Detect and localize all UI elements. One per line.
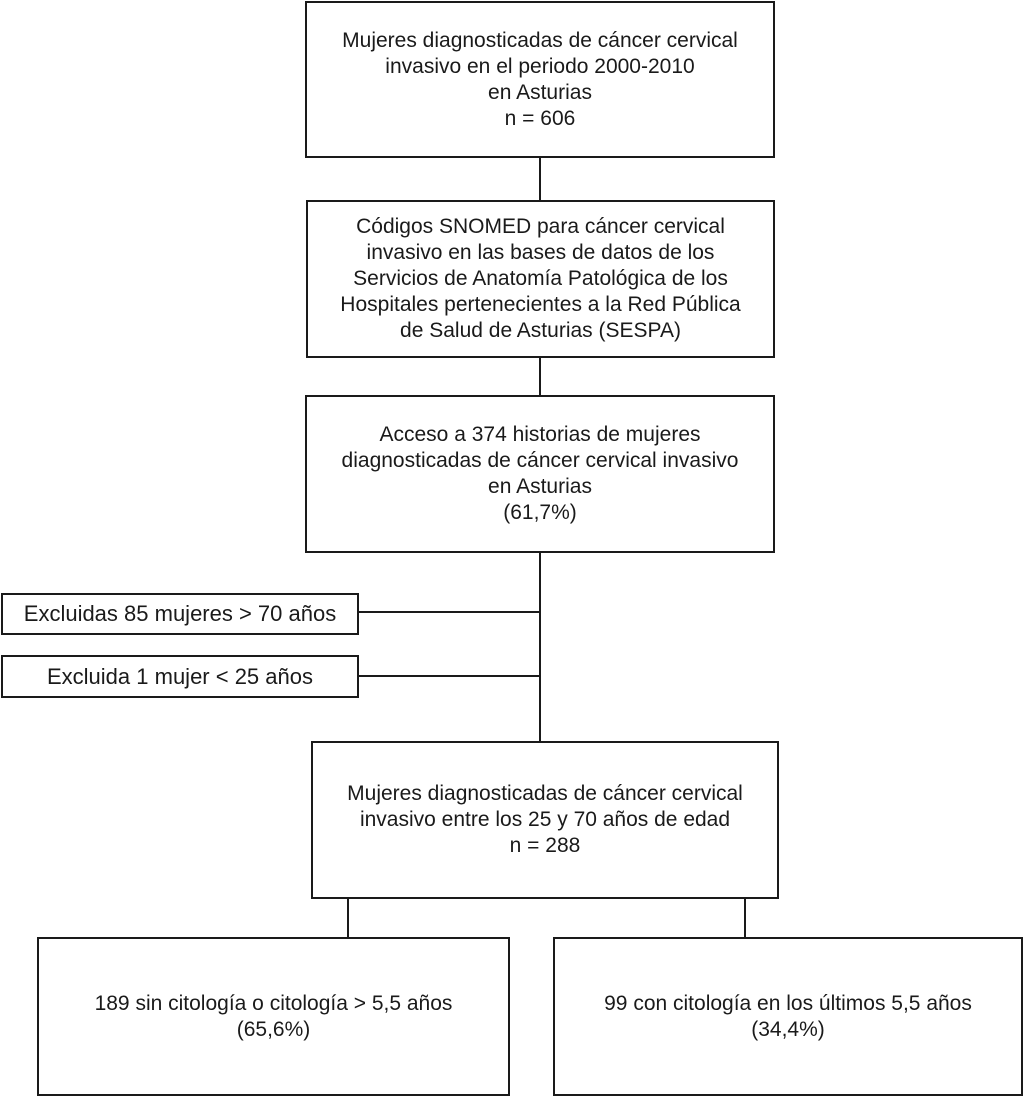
box-with-cytology: 99 con citología en los últimos 5,5 años…: [553, 937, 1023, 1096]
exclusion-label: Excluidas 85 mujeres > 70 años: [23, 601, 337, 626]
box-text-line: en Asturias: [488, 80, 592, 104]
connector-exclusion-age-under: [358, 675, 541, 677]
connector-split-right: [744, 898, 746, 938]
box-snomed-codes: Códigos SNOMED para cáncer cervical inva…: [306, 200, 775, 358]
box-text-line: 189 sin citología o citología > 5,5 años: [94, 991, 453, 1015]
box-text-line: Hospitales pertenecientes a la Red Públi…: [340, 293, 741, 316]
box-text-line: n = 288: [509, 834, 581, 857]
box-text-line: diagnosticadas de cáncer cervical invasi…: [341, 449, 739, 472]
box-text-line: (34,4%): [751, 1017, 825, 1041]
box-text-line: de Salud de Asturias (SESPA): [400, 319, 681, 342]
box-text-line: Códigos SNOMED para cáncer cervical: [356, 215, 725, 238]
box-exclusion-age-over: Excluidas 85 mujeres > 70 años: [1, 593, 359, 635]
box-text-line: Mujeres diagnosticadas de cáncer cervica…: [342, 28, 738, 52]
connector-initial-to-snomed: [539, 157, 541, 201]
box-text-line: (65,6%): [236, 1017, 311, 1041]
connector-exclusion-age-over: [358, 611, 541, 613]
box-initial-population: Mujeres diagnosticadas de cáncer cervica…: [305, 1, 775, 158]
box-records-access: Acceso a 374 historias de mujeres diagno…: [305, 395, 775, 553]
box-text-line: (61,7%): [503, 501, 577, 524]
box-text-line: Servicios de Anatomía Patológica de los: [353, 267, 728, 290]
box-exclusion-age-under: Excluida 1 mujer < 25 años: [1, 655, 359, 698]
box-study-group: Mujeres diagnosticadas de cáncer cervica…: [311, 741, 779, 899]
box-text-line: 99 con citología en los últimos 5,5 años: [604, 991, 972, 1015]
box-text-line: invasivo en las bases de datos de los: [366, 241, 715, 264]
connector-snomed-to-access: [539, 357, 541, 396]
box-text-line: invasivo en el periodo 2000-2010: [385, 54, 695, 78]
connector-access-to-study-group: [539, 552, 541, 742]
box-text-line: n = 606: [504, 106, 576, 130]
exclusion-label: Excluida 1 mujer < 25 años: [47, 663, 313, 689]
box-text-line: Mujeres diagnosticadas de cáncer cervica…: [347, 782, 743, 805]
box-text-line: Acceso a 374 historias de mujeres: [379, 423, 701, 446]
box-text-line: en Asturias: [488, 475, 592, 498]
box-text-line: invasivo entre los 25 y 70 años de edad: [359, 808, 731, 831]
box-no-cytology: 189 sin citología o citología > 5,5 años…: [37, 937, 510, 1096]
connector-split-left: [347, 898, 349, 938]
